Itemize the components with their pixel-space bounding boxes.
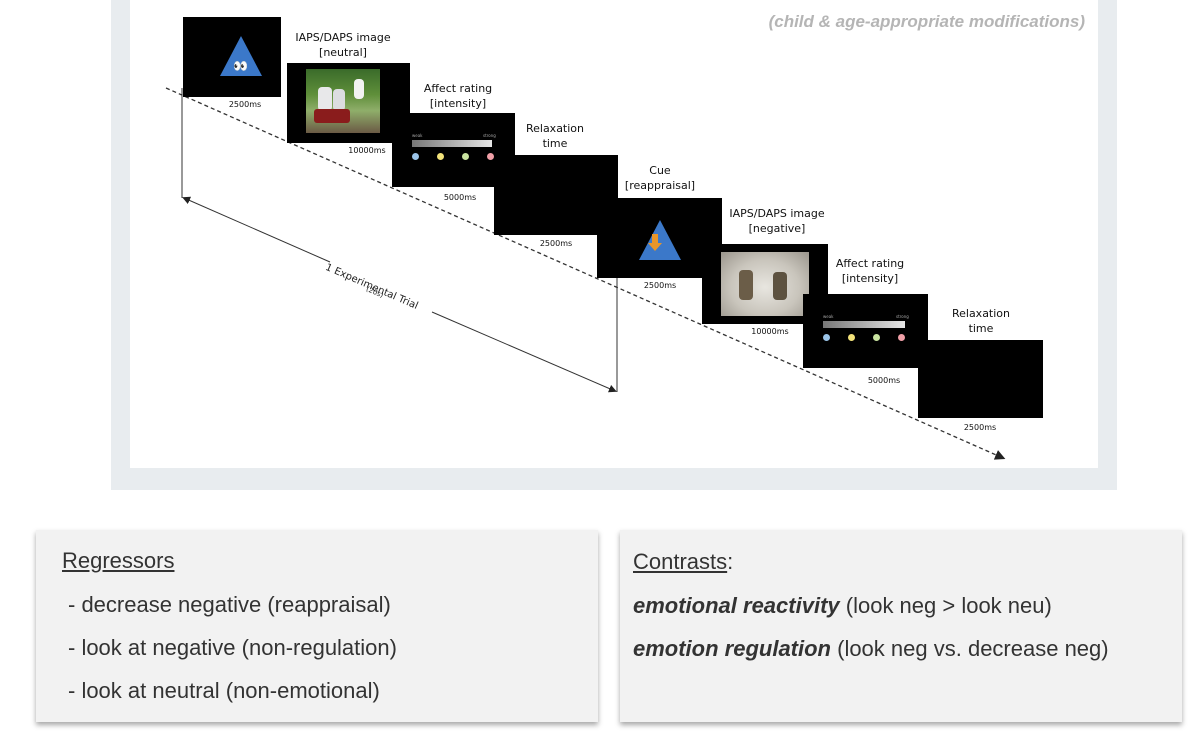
cyclist-figure-1: [318, 87, 332, 111]
contrasts-box: Contrasts: emotional reactivity (look ne…: [620, 530, 1182, 722]
label-step-3: Affect rating [intensity]: [404, 81, 512, 111]
eyes-icon: 👀: [233, 59, 248, 73]
regressor-item-2: - look at negative (non-regulation): [68, 635, 397, 660]
triangle-cue-icon: [639, 220, 681, 260]
screen-relaxation-2: [918, 340, 1043, 418]
neutral-photo: [306, 69, 380, 133]
label-step-7-line2: [intensity]: [841, 272, 899, 285]
duration-step-2: 10000ms: [348, 146, 386, 155]
regressor-item-3: - look at neutral (non-emotional): [68, 678, 380, 703]
regressor-item-1: - decrease negative (reappraisal): [68, 592, 391, 617]
contrast-item-1: emotional reactivity (look neg > look ne…: [633, 593, 1052, 619]
label-step-8-line2: time: [968, 322, 994, 335]
regressors-box: Regressors - decrease negative (reapprai…: [36, 530, 598, 722]
contrasts-title: Contrasts: [633, 549, 728, 574]
contrast-item-2: emotion regulation (look neg vs. decreas…: [633, 636, 1109, 662]
duration-step-6: 10000ms: [751, 327, 789, 336]
scale-low-label: weak: [823, 314, 834, 319]
screen-negative-image: [702, 244, 828, 324]
rating-dot-4: [898, 334, 905, 341]
label-step-5: Cue [reappraisal]: [616, 163, 704, 193]
duration-step-1: 2500ms: [228, 100, 262, 109]
bike-cart: [314, 109, 350, 123]
rating-dot-3: [873, 334, 880, 341]
contrast-item-1-term: emotional reactivity: [633, 593, 840, 618]
label-step-6: IAPS/DAPS image [negative]: [722, 206, 832, 236]
contrast-item-1-desc: (look neg > look neu): [839, 593, 1052, 618]
label-step-3-line1: Affect rating: [423, 82, 493, 95]
rating-scale-bar: [412, 140, 492, 147]
contrast-item-2-desc: (look neg vs. decrease neg): [831, 636, 1109, 661]
rating-dot-1: [412, 153, 419, 160]
negative-photo: [721, 252, 809, 316]
soldier-figure-2: [773, 272, 787, 300]
label-step-8: Relaxation time: [938, 306, 1024, 336]
duration-step-3: 5000ms: [443, 193, 477, 202]
label-step-4-line2: time: [542, 137, 568, 150]
scale-high-label: strong: [896, 314, 909, 319]
label-step-6-line1: IAPS/DAPS image: [729, 207, 825, 220]
time-axis-arrow: [165, 87, 1006, 460]
triangle-cue-icon: [220, 36, 262, 76]
duration-step-4: 2500ms: [539, 239, 573, 248]
soldier-figure-1: [739, 270, 753, 300]
scale-high-label: strong: [483, 133, 496, 138]
rating-dot-2: [437, 153, 444, 160]
label-step-4-line1: Relaxation: [525, 122, 585, 135]
duration-step-8: 2500ms: [963, 423, 997, 432]
duration-step-5: 2500ms: [643, 281, 677, 290]
label-step-8-line1: Relaxation: [951, 307, 1011, 320]
rating-dot-4: [487, 153, 494, 160]
rating-dot-1: [823, 334, 830, 341]
regressors-title: Regressors: [62, 548, 175, 573]
cyclist-figure-3: [354, 79, 364, 99]
label-step-6-line2: [negative]: [748, 222, 806, 235]
label-step-7-line1: Affect rating: [835, 257, 905, 270]
duration-step-7: 5000ms: [867, 376, 901, 385]
label-step-4: Relaxation time: [512, 121, 598, 151]
rating-dot-2: [848, 334, 855, 341]
label-step-2-line1: IAPS/DAPS image: [295, 31, 391, 44]
label-step-3-line2: [intensity]: [429, 97, 487, 110]
contrasts-colon: :: [727, 549, 734, 574]
contrasts-heading: Contrasts:: [633, 549, 733, 575]
screen-neutral-image: [287, 63, 410, 143]
screen-rating-2: weak strong: [803, 294, 928, 368]
label-step-5-line1: Cue: [649, 164, 671, 177]
label-step-2-line2: [neutral]: [319, 46, 367, 59]
rating-dot-3: [462, 153, 469, 160]
label-step-2: IAPS/DAPS image [neutral]: [288, 30, 398, 60]
rating-scale-bar: [823, 321, 905, 328]
modification-note: (child & age-appropriate modifications): [768, 12, 1085, 31]
cyclist-figure-2: [333, 89, 345, 111]
scale-low-label: weak: [412, 133, 423, 138]
label-step-5-line2: [reappraisal]: [624, 179, 696, 192]
screen-neutral-cue: 👀: [183, 17, 281, 97]
contrast-item-2-term: emotion regulation: [633, 636, 831, 661]
screen-reappraisal-cue: [597, 198, 722, 278]
trial-span-arrow-a: [182, 196, 331, 263]
label-step-7: Affect rating [intensity]: [816, 256, 924, 286]
trial-span-arrow-b: [431, 311, 617, 393]
